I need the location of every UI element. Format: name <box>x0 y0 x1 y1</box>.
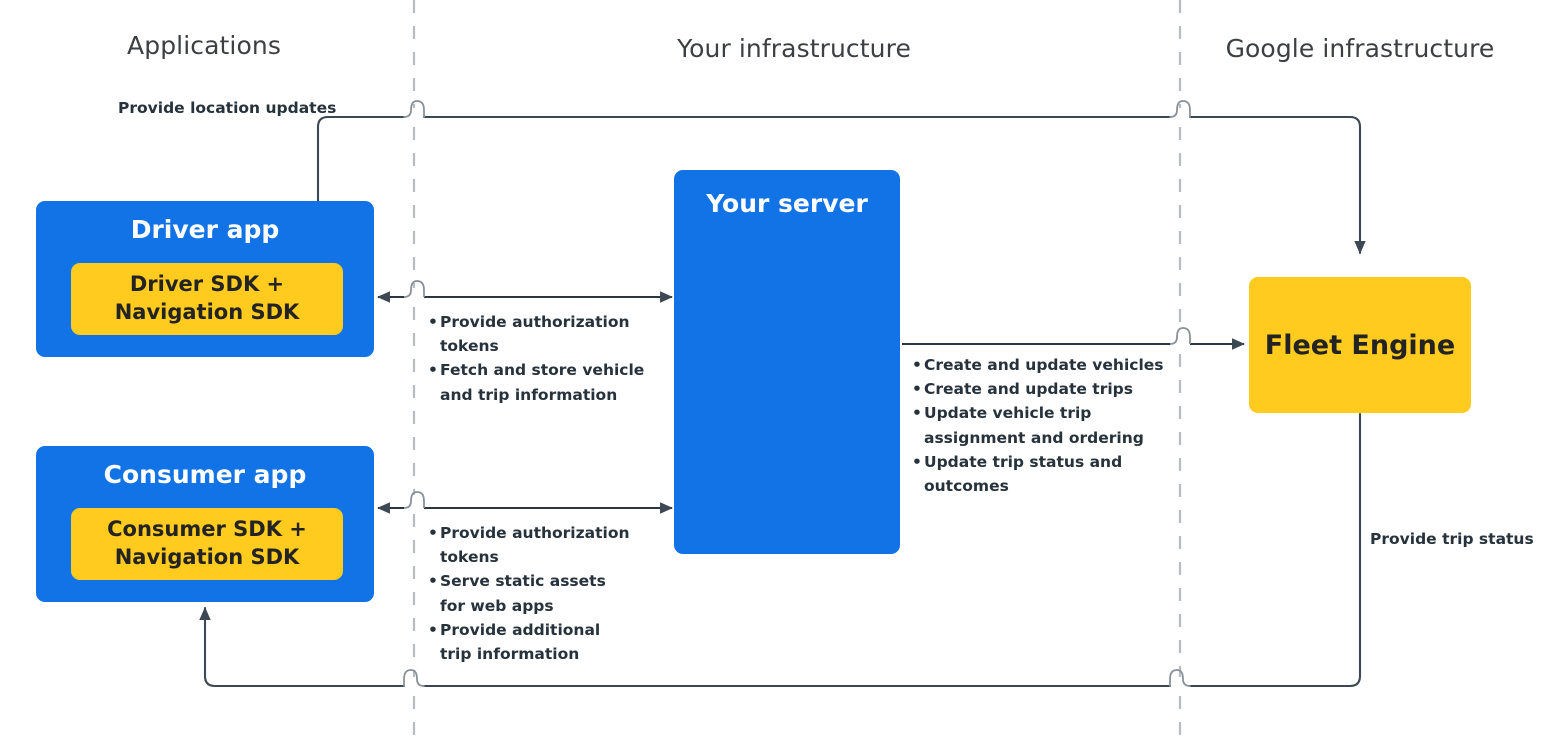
lane-header-applications: Applications <box>127 31 281 60</box>
fleet-engine-title: Fleet Engine <box>1264 329 1456 361</box>
node-your-server[interactable]: Your server <box>674 170 900 554</box>
consumer-sdk-label: Consumer SDK + Navigation SDK <box>107 517 307 569</box>
lane-header-google-infrastructure: Google infrastructure <box>1225 34 1495 63</box>
bullet-item: Provide additional trip information <box>428 618 668 666</box>
bullets-consumer-server: Provide authorization tokens Serve stati… <box>428 521 668 666</box>
bullets-server-fleet: Create and update vehicles Create and up… <box>912 353 1172 498</box>
your-server-title: Your server <box>706 189 868 218</box>
bullet-item: Create and update vehicles <box>912 353 1172 377</box>
node-fleet-engine[interactable]: Fleet Engine <box>1249 277 1471 413</box>
lane-header-your-infrastructure: Your infrastructure <box>677 34 911 63</box>
driver-sdk-label: Driver SDK + Navigation SDK <box>114 272 300 324</box>
bullet-item: Fetch and store vehicle and trip informa… <box>428 358 668 406</box>
connector-consumer-server <box>376 491 674 514</box>
bullet-item: Serve static assets for web apps <box>428 569 668 617</box>
label-provide-location-updates: Provide location updates <box>118 99 337 117</box>
node-consumer-sdk[interactable]: Consumer SDK + Navigation SDK <box>71 508 343 580</box>
bullet-item: Update trip status and outcomes <box>912 450 1172 498</box>
driver-app-title: Driver app <box>130 215 280 244</box>
label-provide-trip-status: Provide trip status <box>1370 530 1534 548</box>
node-driver-sdk[interactable]: Driver SDK + Navigation SDK <box>71 263 343 335</box>
bullet-item: Provide authorization tokens <box>428 310 668 358</box>
bullet-item: Update vehicle trip assignment and order… <box>912 401 1172 449</box>
bullet-item: Create and update trips <box>912 377 1172 401</box>
bullets-driver-server: Provide authorization tokens Fetch and s… <box>428 310 668 407</box>
connector-server-fleet <box>902 327 1246 350</box>
connector-driver-server <box>376 280 674 303</box>
bullet-item: Provide authorization tokens <box>428 521 668 569</box>
consumer-app-title: Consumer app <box>103 460 307 489</box>
